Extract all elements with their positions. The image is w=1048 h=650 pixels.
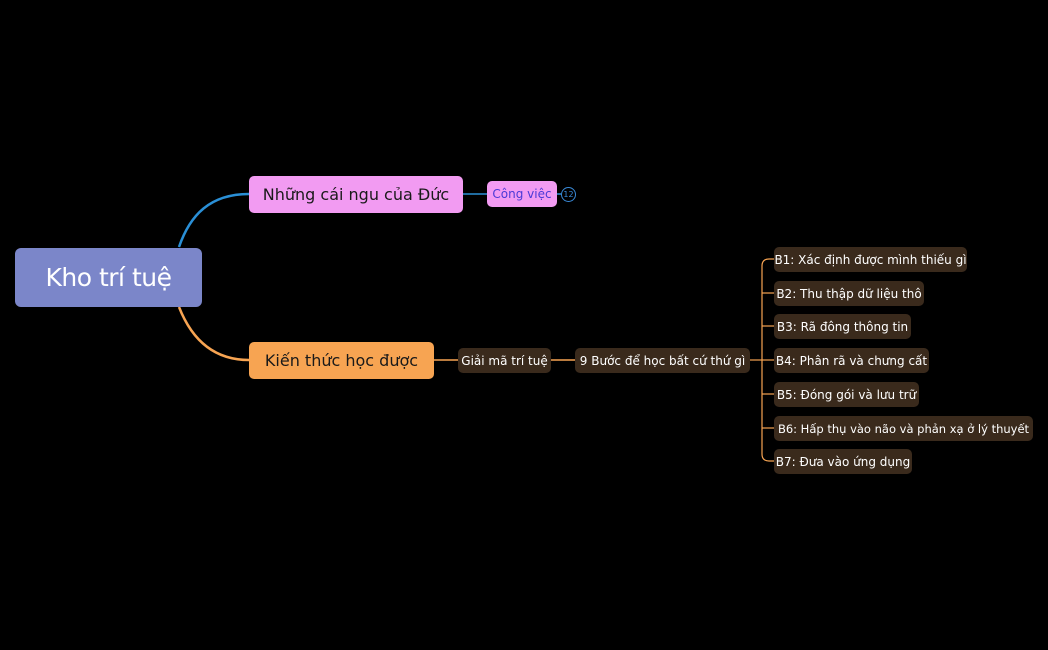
collapsed-count-badge[interactable]: 12	[561, 187, 576, 202]
link-root-to-nhung-cai-ngu	[177, 192, 250, 248]
link-root-to-kien-thuc	[177, 306, 250, 362]
node-9-buoc[interactable]: 9 Bước để học bất cứ thứ gì	[575, 348, 750, 373]
step-node-b7[interactable]: B7: Đưa vào ứng dụng	[774, 449, 912, 474]
step-node-b6[interactable]: B6: Hấp thụ vào não và phản xạ ở lý thuy…	[774, 416, 1033, 441]
root-node[interactable]: Kho trí tuệ	[15, 248, 202, 307]
links-9-buoc-to-steps	[750, 258, 774, 462]
node-cong-viec[interactable]: Công việc	[487, 181, 557, 207]
step-node-b1[interactable]: B1: Xác định được mình thiếu gì	[774, 247, 967, 272]
step-node-b3[interactable]: B3: Rã đông thông tin	[774, 314, 911, 339]
step-node-b5[interactable]: B5: Đóng gói và lưu trữ	[774, 382, 919, 407]
step-node-b4[interactable]: B4: Phân rã và chưng cất	[774, 348, 929, 373]
node-giai-ma-tri-tue[interactable]: Giải mã trí tuệ	[458, 348, 551, 373]
branch-nhung-cai-ngu[interactable]: Những cái ngu của Đức	[249, 176, 463, 213]
step-node-b2[interactable]: B2: Thu thập dữ liệu thô	[774, 281, 924, 306]
branch-kien-thuc-hoc-duoc[interactable]: Kiến thức học được	[249, 342, 434, 379]
